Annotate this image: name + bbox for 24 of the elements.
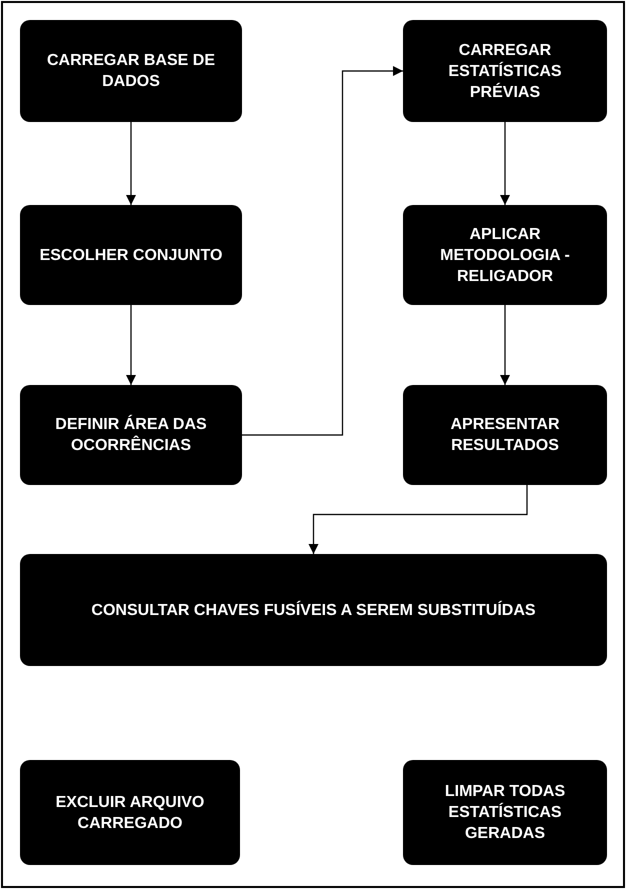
box-label: ESCOLHER CONJUNTO <box>40 246 222 266</box>
process-box <box>20 385 242 485</box>
process-box <box>403 205 607 305</box>
arrow <box>500 305 510 385</box>
box-label: APLICAR METODOLOGIA - RELIGADOR <box>439 224 571 286</box>
process-box <box>20 205 242 305</box>
arrow <box>126 122 136 205</box>
process-box <box>403 760 607 865</box>
box-label: CARREGAR BASE DE DADOS <box>46 51 216 92</box>
process-box <box>20 760 240 865</box>
arrow <box>242 66 403 436</box>
arrow <box>126 305 136 385</box>
process-box <box>403 385 607 485</box>
box-label: DEFINIR ÁREA DAS OCORRÊNCIAS <box>54 414 208 456</box>
box-label: CARREGAR ESTATÍSTICAS PRÉVIAS <box>447 40 563 102</box>
box-label: EXCLUIR ARQUIVO CARREGADO <box>54 792 206 834</box>
box-label: CONSULTAR CHAVES FUSÍVEIS A SEREM SUBSTITUÍDAS <box>91 600 536 620</box>
arrow <box>500 122 510 205</box>
arrow <box>308 485 528 554</box>
box-label: LIMPAR TODAS ESTATÍSTICAS GERADAS <box>444 782 566 844</box>
process-box <box>20 554 607 666</box>
box-label: APRESENTAR RESULTADOS <box>449 415 561 456</box>
process-box <box>20 20 242 122</box>
process-box <box>403 20 607 122</box>
